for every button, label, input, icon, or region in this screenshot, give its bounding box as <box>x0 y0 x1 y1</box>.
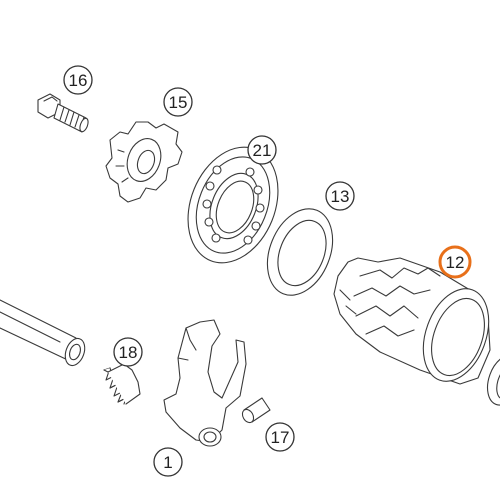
part-18-spring[interactable] <box>103 363 141 405</box>
svg-text:16: 16 <box>69 71 88 90</box>
callout-17: 17 <box>265 422 295 452</box>
svg-text:17: 17 <box>271 428 290 447</box>
part-17-pin[interactable] <box>240 397 271 425</box>
part-21-bearing[interactable] <box>172 134 295 277</box>
svg-text:13: 13 <box>331 187 350 206</box>
svg-text:18: 18 <box>119 343 138 362</box>
part-16-bolt[interactable] <box>37 93 90 133</box>
svg-text:1: 1 <box>163 453 172 472</box>
part-13-washer[interactable] <box>255 199 344 305</box>
part-15-star-nut[interactable] <box>105 121 183 203</box>
part-1-shift-fork[interactable] <box>163 319 247 447</box>
callout-18: 18 <box>113 337 143 367</box>
callout-13: 13 <box>325 181 355 211</box>
svg-text:21: 21 <box>253 141 272 160</box>
callout-15: 15 <box>163 87 193 117</box>
shift-shaft[interactable] <box>0 299 88 368</box>
adjacent-part-right-edge <box>486 354 500 406</box>
svg-text:15: 15 <box>169 93 188 112</box>
callout-16: 16 <box>63 65 93 95</box>
callout-12-highlighted: 12 <box>438 245 472 279</box>
callout-1: 1 <box>153 447 183 477</box>
svg-text:12: 12 <box>446 253 465 272</box>
part-12-shift-drum[interactable] <box>333 257 500 390</box>
callout-21: 21 <box>247 135 277 165</box>
